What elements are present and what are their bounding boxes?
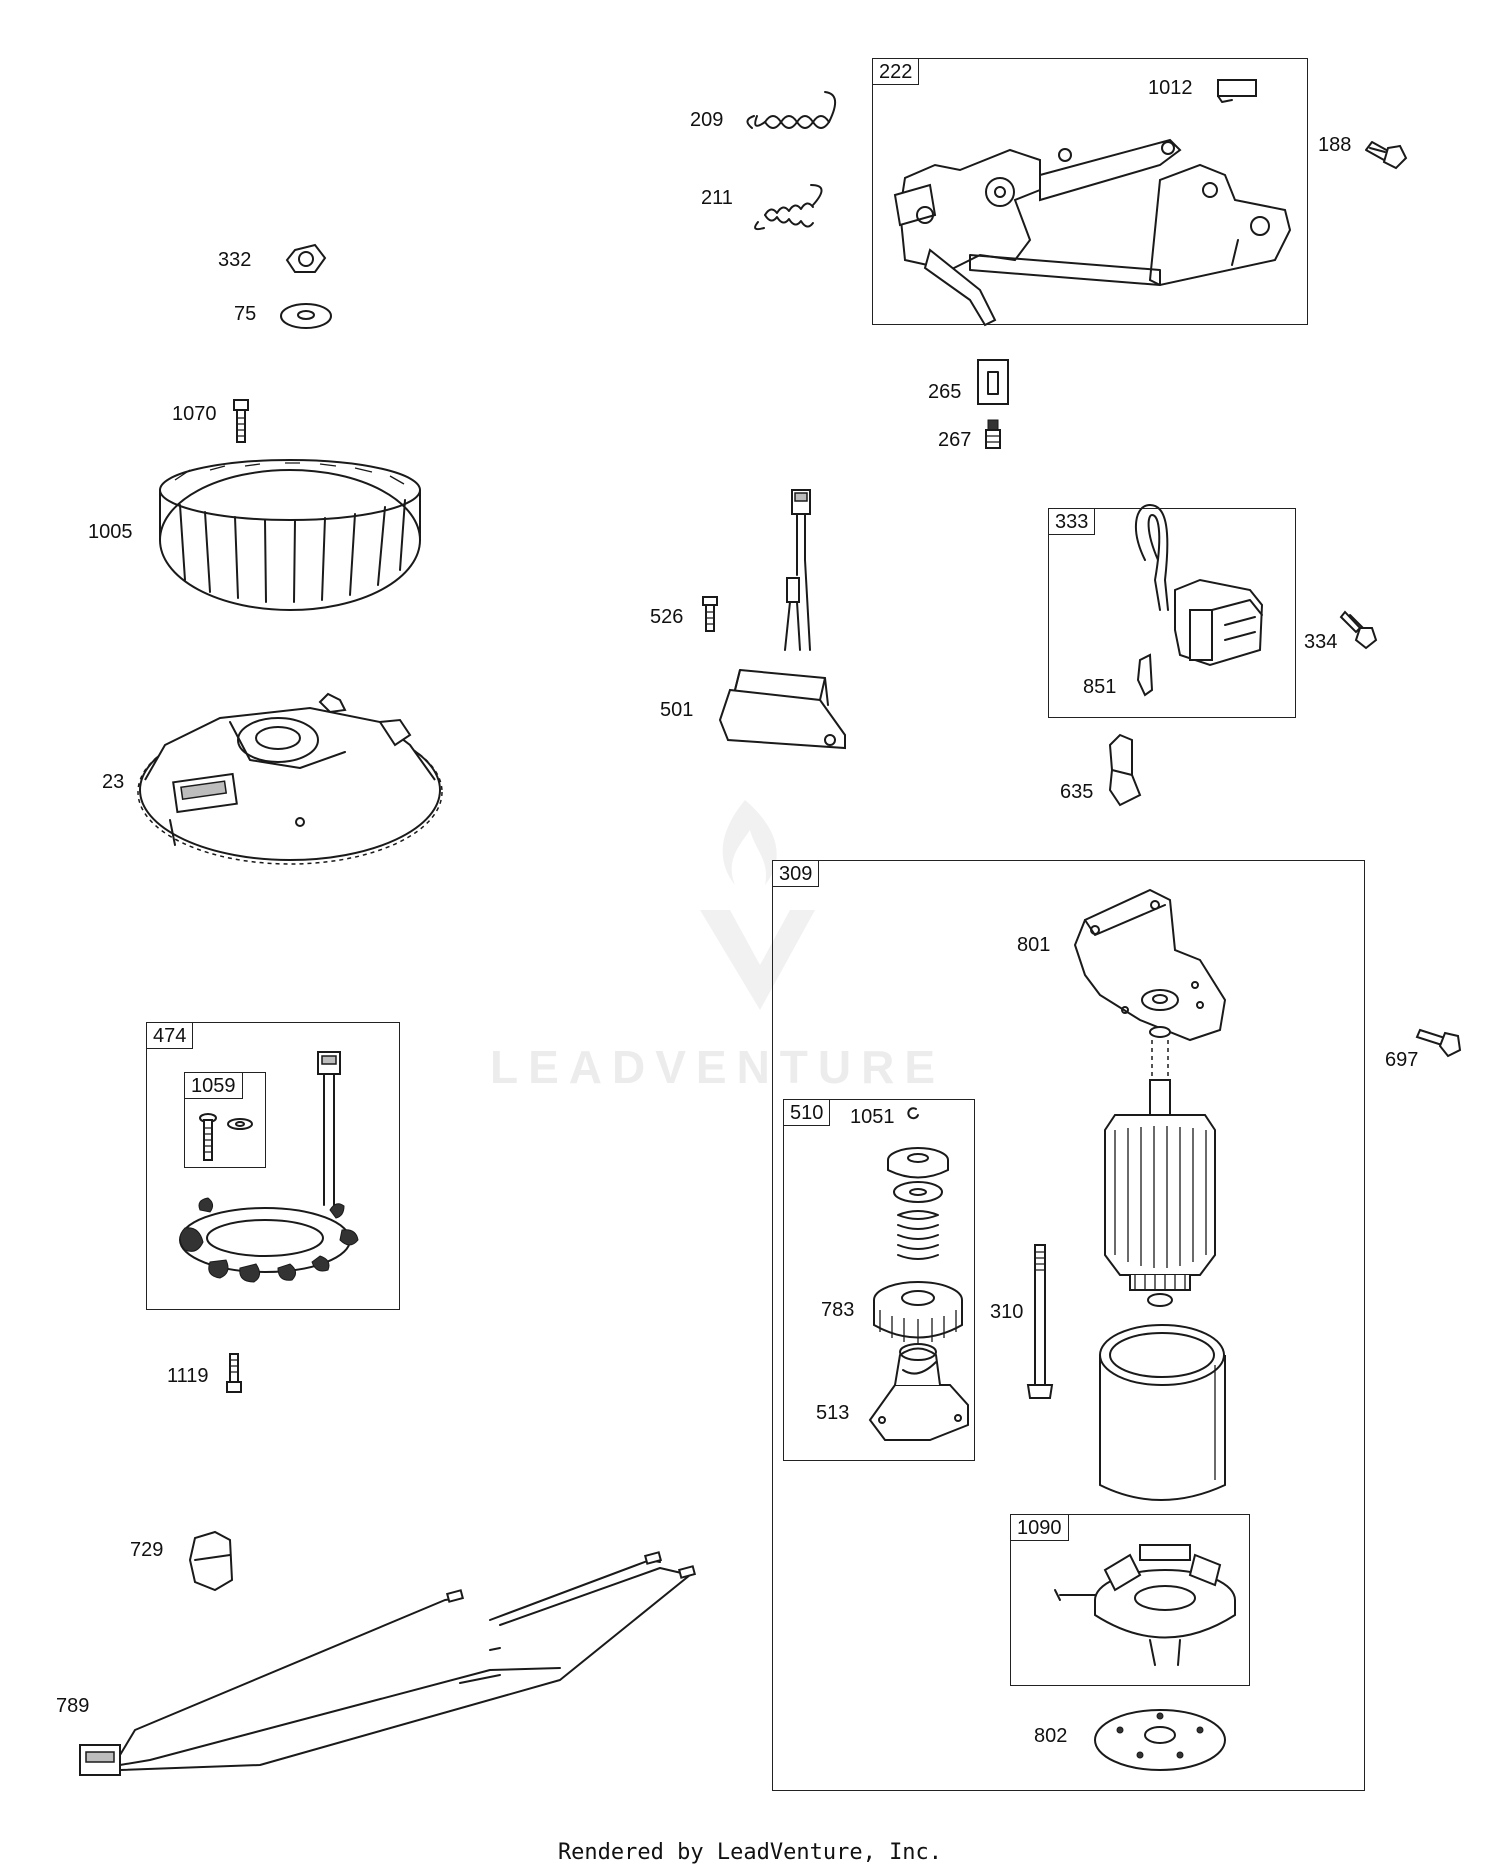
watermark-text: LEADVENTURE — [490, 1041, 946, 1093]
footer-credit: Rendered by LeadVenture, Inc. — [557, 1840, 943, 1865]
bracket-801-icon — [1073, 888, 1227, 1042]
end-cap-802-icon — [1094, 1709, 1226, 1771]
label-23: 23 — [102, 771, 125, 793]
clip-1012-icon — [1217, 79, 1257, 103]
label-783: 783 — [821, 1299, 855, 1321]
screw-267-icon — [985, 419, 1001, 449]
bolt-1119-icon — [226, 1353, 242, 1393]
screw-526-icon — [702, 596, 718, 632]
bolt-697-icon — [1415, 1028, 1462, 1058]
drive-assembly-510-icon — [873, 1147, 963, 1343]
bolt-334-icon — [1339, 610, 1378, 650]
spark-plug-boot-635-icon — [1108, 733, 1142, 807]
box-510: 510 — [783, 1099, 975, 1461]
control-bracket-222-icon — [893, 138, 1292, 327]
clip-851-icon — [1136, 653, 1154, 697]
box-label-1059: 1059 — [184, 1072, 243, 1099]
spring-211-icon — [754, 184, 823, 231]
box-474: 474 — [146, 1022, 400, 1310]
box-1059: 1059 — [184, 1072, 266, 1168]
label-526: 526 — [650, 606, 684, 628]
label-310: 310 — [990, 1301, 1024, 1323]
label-188: 188 — [1318, 134, 1352, 156]
label-729: 729 — [130, 1539, 164, 1561]
bolt-188-icon — [1365, 141, 1408, 170]
label-697: 697 — [1385, 1049, 1419, 1071]
label-209: 209 — [690, 109, 724, 131]
bolt-1070-icon — [233, 399, 249, 443]
label-332: 332 — [218, 249, 252, 271]
drive-housing-513-icon — [868, 1343, 969, 1441]
box-1090: 1090 — [1010, 1514, 1250, 1686]
armature-icon — [1104, 1026, 1216, 1307]
wiring-harness-789-icon — [79, 1551, 697, 1776]
label-1005: 1005 — [88, 521, 133, 543]
label-802: 802 — [1034, 1725, 1068, 1747]
screw-washer-1059-icon — [199, 1113, 253, 1161]
label-635: 635 — [1060, 781, 1094, 803]
box-label-510: 510 — [783, 1099, 831, 1126]
fan-1005-icon — [159, 459, 421, 611]
label-265: 265 — [928, 381, 962, 403]
box-label-333: 333 — [1048, 508, 1096, 535]
connector-729-icon — [188, 1530, 234, 1592]
ignition-coil-333-icon — [1134, 504, 1264, 667]
box-label-309: 309 — [772, 860, 820, 887]
through-bolt-310-icon — [1026, 1244, 1054, 1399]
washer-75-icon — [280, 303, 332, 329]
label-801: 801 — [1017, 934, 1051, 956]
box-label-474: 474 — [146, 1022, 194, 1049]
label-1070: 1070 — [172, 403, 217, 425]
label-334: 334 — [1304, 631, 1338, 653]
label-1119: 1119 — [167, 1365, 209, 1387]
watermark-logo-icon — [700, 800, 815, 1010]
label-1051: 1051 — [850, 1106, 895, 1128]
spring-209-icon — [746, 91, 836, 129]
flywheel-23-icon — [137, 692, 443, 865]
nut-332-icon — [285, 243, 327, 273]
box-309: 309 — [772, 860, 1365, 1791]
box-label-222: 222 — [872, 58, 920, 85]
box-label-1090: 1090 — [1010, 1514, 1069, 1541]
regulator-501-icon — [718, 489, 846, 750]
motor-housing-icon — [1099, 1324, 1226, 1501]
label-267: 267 — [938, 429, 972, 451]
label-513: 513 — [816, 1402, 850, 1424]
retainer-1051-icon — [907, 1107, 919, 1120]
label-75: 75 — [234, 303, 257, 325]
stator-474-icon — [179, 1051, 359, 1283]
brush-holder-1090-icon — [1054, 1544, 1236, 1666]
bracket-265-icon — [977, 359, 1009, 405]
label-789: 789 — [56, 1695, 90, 1717]
box-333: 333 — [1048, 508, 1296, 718]
label-851: 851 — [1083, 676, 1117, 698]
label-211: 211 — [701, 187, 733, 209]
box-222: 222 — [872, 58, 1308, 325]
label-501: 501 — [660, 699, 694, 721]
label-1012: 1012 — [1148, 77, 1193, 99]
